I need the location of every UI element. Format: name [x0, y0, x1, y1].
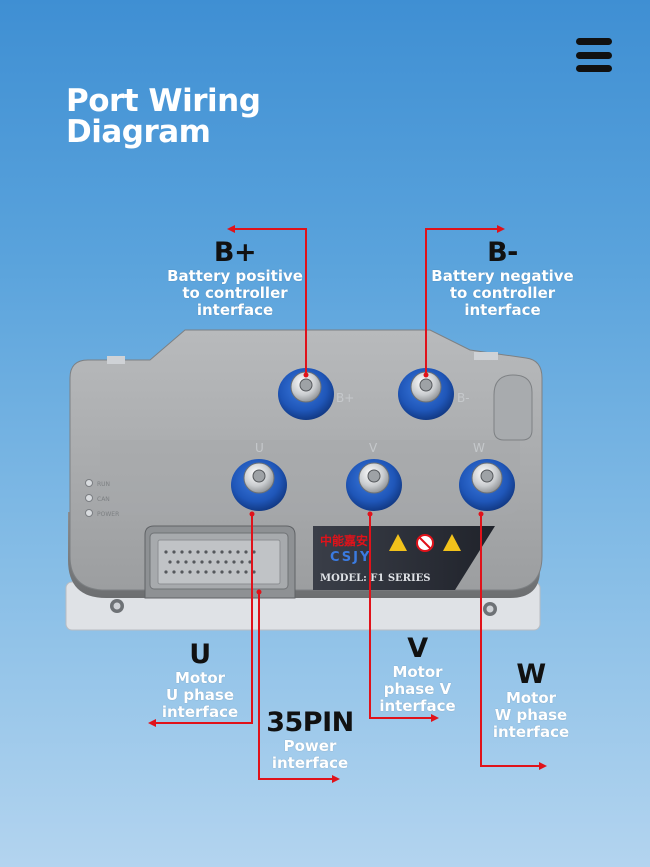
emboss-w: W: [473, 441, 485, 455]
label-b-minus-desc: Battery negative to controller interface: [431, 267, 574, 319]
arrow-w: [539, 762, 547, 770]
brand-en: CSJY: [330, 550, 371, 565]
emboss-u: U: [255, 441, 264, 455]
label-v: V Motor phase V interface: [370, 634, 465, 715]
warning-icon: [389, 534, 407, 551]
hamburger-menu-icon[interactable]: [576, 38, 612, 72]
leader-u: [153, 512, 253, 724]
label-35pin-desc: Power interface: [271, 737, 349, 772]
label-35pin: 35PIN Power interface: [262, 708, 358, 772]
led-label-run: RUN: [97, 481, 110, 488]
leader-b-minus: [425, 228, 500, 374]
arrow-b-plus: [227, 225, 235, 233]
arrow-u: [148, 719, 156, 727]
label-w: W Motor W phase interface: [482, 660, 580, 741]
pin35-connector: [144, 525, 296, 599]
status-leds: RUN CAN POWER: [85, 479, 119, 518]
emboss-b-minus: B-: [457, 391, 470, 405]
leader-w: [480, 512, 542, 767]
label-b-plus-desc: Battery positive to controller interface: [167, 267, 303, 319]
label-v-desc: Motor phase V interface: [379, 663, 456, 715]
menu-bar: [576, 65, 612, 72]
label-w-title: W: [516, 659, 546, 690]
led-label-power: POWER: [97, 511, 119, 518]
arrow-b-minus: [497, 225, 505, 233]
leader-arrows: [148, 225, 547, 783]
arrow-35pin: [332, 775, 340, 783]
page-title-line1: Port Wiring: [66, 83, 261, 119]
brand-cn: 中能嘉安: [320, 533, 368, 548]
label-b-minus-title: B-: [487, 237, 518, 268]
label-b-minus: B- Battery negative to controller interf…: [425, 238, 580, 319]
corner-boss: [107, 356, 125, 364]
label-b-plus-title: B+: [213, 237, 257, 268]
page-title: Port Wiring Diagram: [66, 83, 261, 150]
menu-bar: [576, 51, 612, 59]
connector-cap: [493, 374, 533, 441]
menu-bar: [576, 38, 612, 45]
label-b-plus: B+ Battery positive to controller interf…: [160, 238, 310, 319]
emboss-b-plus: B+: [336, 391, 354, 405]
housing-plateau: [100, 440, 520, 515]
terminal-u: [231, 459, 287, 511]
terminal-w: [459, 459, 515, 511]
leader-lines: [153, 228, 542, 780]
model-label: 中能嘉安 CSJY MODEL: F1 SERIES: [313, 526, 495, 590]
label-u-desc: Motor U phase interface: [161, 669, 239, 721]
label-35pin-title: 35PIN: [266, 707, 354, 738]
terminal-v: [346, 459, 402, 511]
corner-boss: [474, 352, 498, 360]
leader-b-plus: [232, 228, 307, 374]
leader-dots: [249, 372, 484, 595]
hazard-icon: [443, 534, 461, 551]
terminal-b-plus: [278, 368, 334, 420]
label-u: U Motor U phase interface: [150, 640, 250, 721]
led-label-can: CAN: [97, 496, 110, 503]
leader-v: [369, 512, 434, 719]
page-title-line2: Diagram: [66, 114, 211, 150]
terminal-b-minus: [398, 368, 454, 420]
label-v-title: V: [407, 633, 428, 664]
model-text: MODEL: F1 SERIES: [320, 573, 431, 584]
emboss-v: V: [369, 441, 378, 455]
label-w-desc: Motor W phase interface: [492, 689, 570, 741]
leader-35pin: [258, 592, 335, 780]
label-u-title: U: [189, 639, 211, 670]
arrow-v: [431, 714, 439, 722]
